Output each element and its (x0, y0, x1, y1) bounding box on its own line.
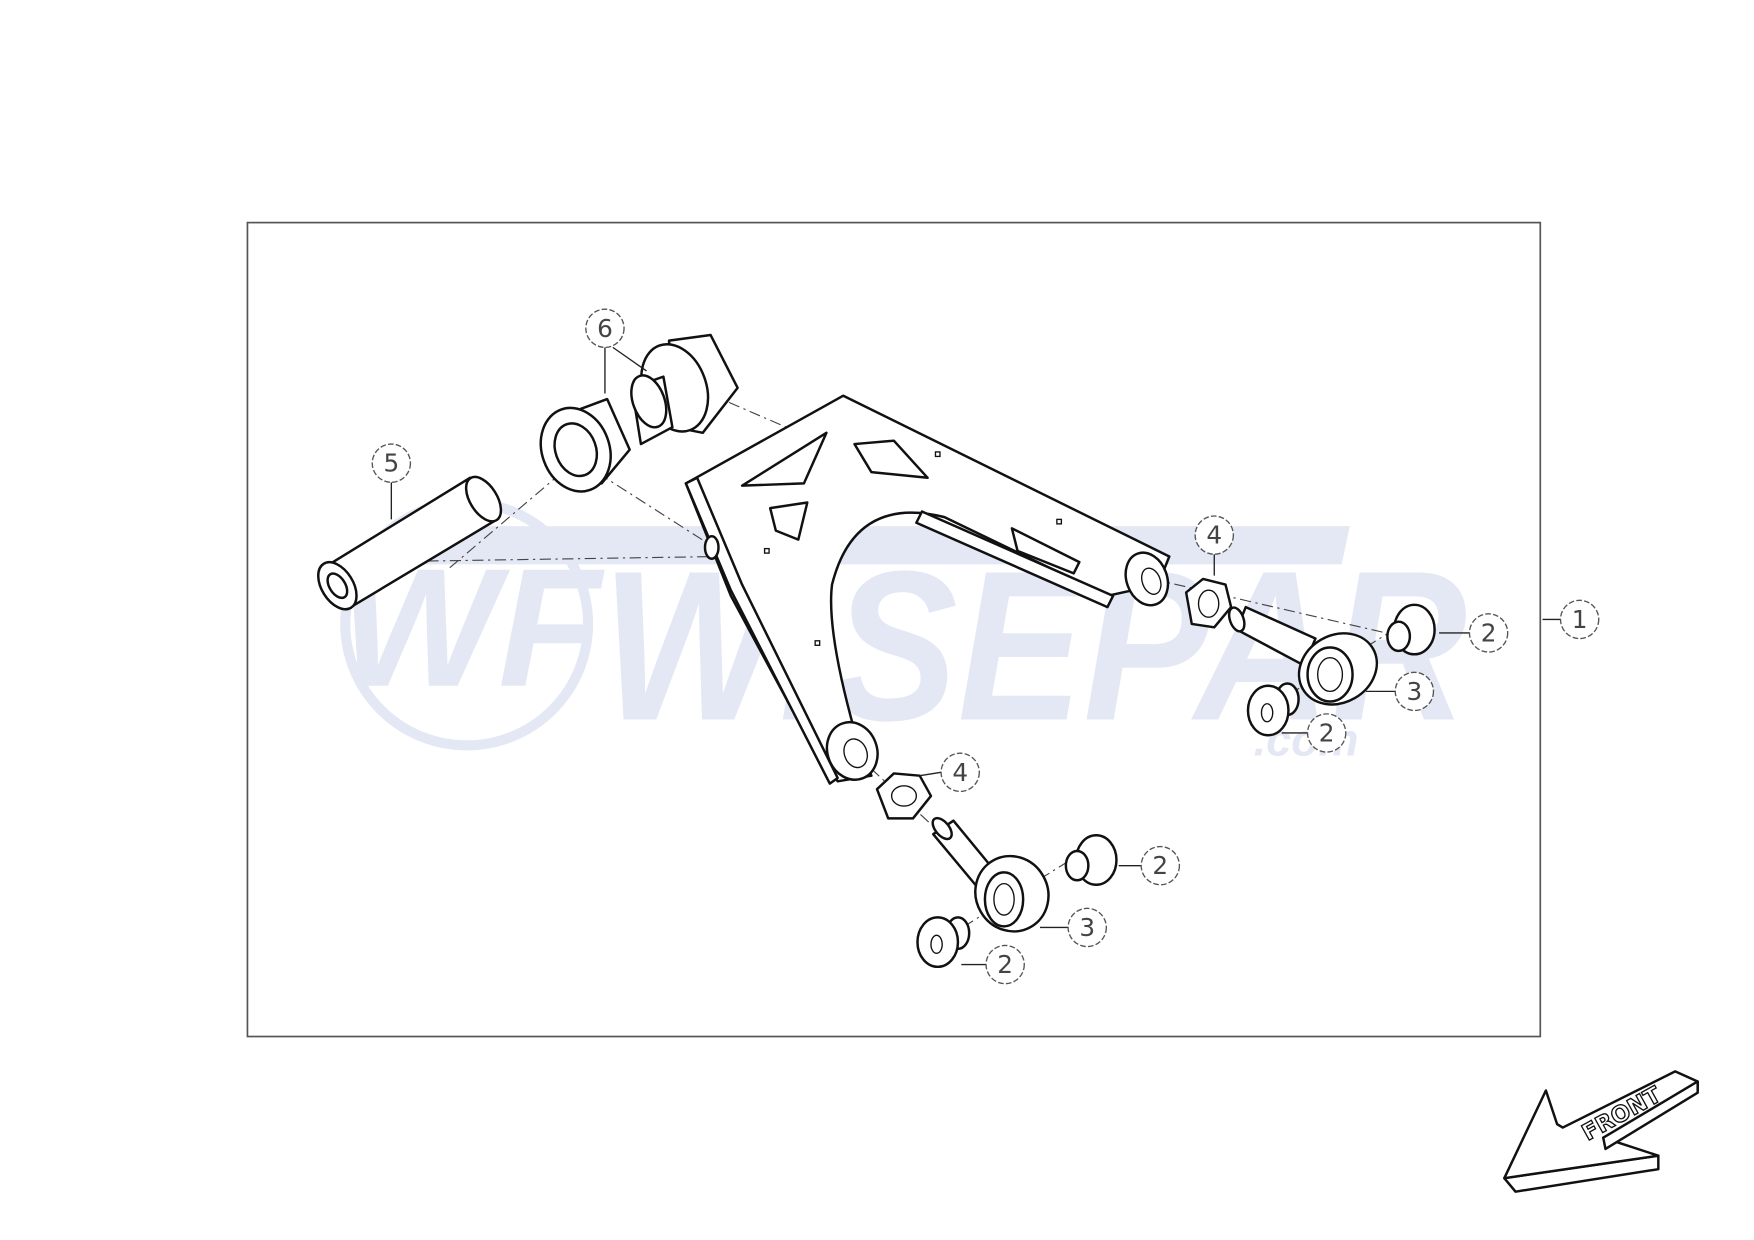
balloon-2-lower-right: 2 (1140, 845, 1181, 886)
balloon-2-lower-left: 2 (985, 944, 1025, 985)
svg-text:1: 1 (1572, 605, 1588, 634)
svg-text:2: 2 (997, 950, 1013, 979)
svg-text:3: 3 (1079, 913, 1095, 942)
balloon-1: 1 (1559, 599, 1600, 640)
balloon-3-upper: 3 (1394, 671, 1435, 712)
balloon-5: 5 (371, 443, 412, 483)
svg-text:2: 2 (1152, 851, 1168, 880)
part-2-spacer-b (1246, 682, 1300, 737)
balloon-2-upper-right: 2 (1468, 613, 1509, 653)
part-1-a-arm (684, 394, 1171, 785)
part-4-nut-upper (1184, 577, 1233, 629)
part-6-bushings (539, 333, 739, 493)
balloon-4-lower: 4 (940, 752, 980, 793)
part-3-rod-end-upper (1227, 605, 1379, 706)
balloon-3-lower: 3 (1067, 907, 1108, 948)
balloon-4-upper: 4 (1194, 515, 1235, 555)
balloon-2-upper-left: 2 (1306, 713, 1347, 753)
svg-text:2: 2 (1481, 618, 1497, 647)
svg-text:2: 2 (1319, 718, 1335, 747)
part-2-spacer-a (1386, 603, 1436, 656)
balloon-6: 6 (585, 308, 625, 349)
part-2-spacer-d (916, 916, 971, 969)
part-2-spacer-c (1064, 834, 1118, 886)
part-3-rod-end-lower (931, 816, 1050, 933)
svg-text:3: 3 (1407, 677, 1423, 706)
part-4-nut-lower (875, 772, 933, 820)
assembly-frame (246, 221, 1542, 1038)
part-5-pipe (317, 475, 503, 611)
svg-text:5: 5 (383, 449, 399, 478)
leader-lines (390, 346, 1561, 966)
svg-text:6: 6 (597, 314, 613, 343)
svg-text:4: 4 (1206, 521, 1222, 550)
front-direction-arrow: FRONT (1503, 1070, 1699, 1193)
svg-text:4: 4 (952, 758, 968, 787)
